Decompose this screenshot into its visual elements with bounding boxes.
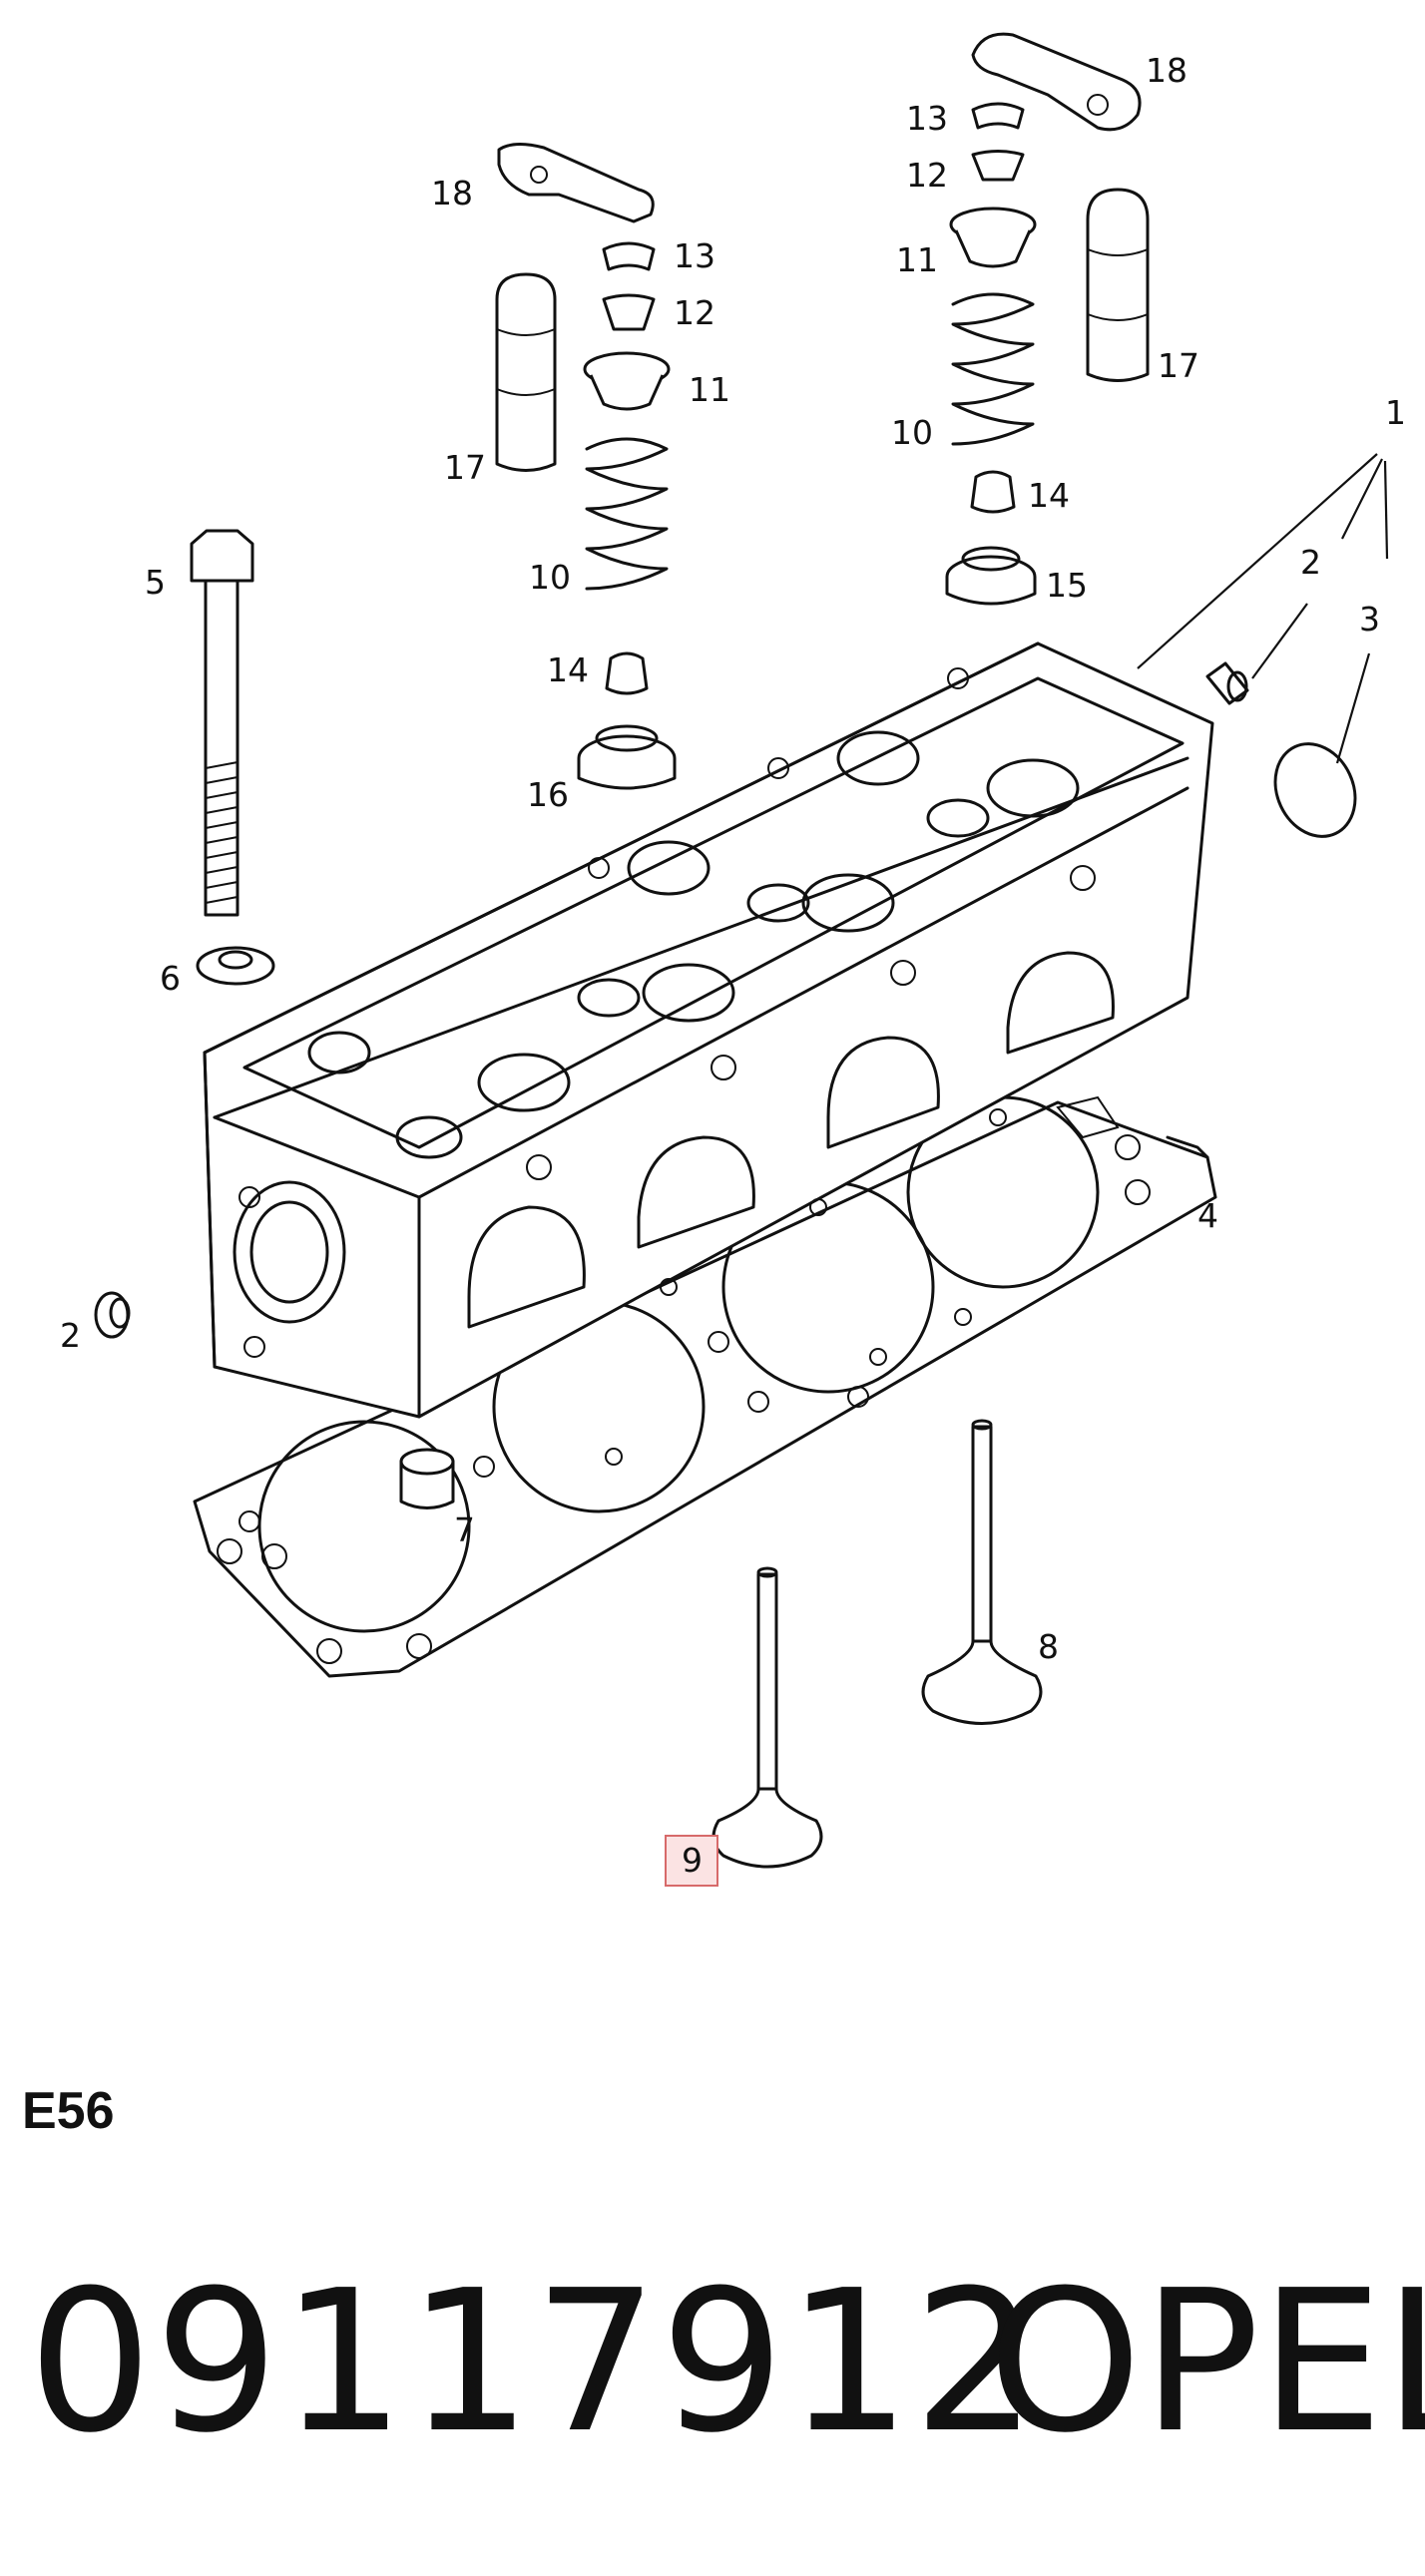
leader-3-cap: [1335, 652, 1371, 764]
valve-9: [712, 1566, 823, 1869]
callout-4: 4: [1197, 1196, 1218, 1235]
leader-1-cap: [1383, 460, 1389, 560]
plug-right: [1205, 661, 1249, 705]
callout-15: 15: [1046, 566, 1088, 605]
callout-11-left: 11: [689, 370, 730, 409]
spring-seat-left: [577, 724, 677, 790]
callout-11-right: 11: [896, 240, 938, 279]
callout-8: 8: [1038, 1627, 1059, 1666]
leader-1-plug: [1341, 458, 1383, 540]
section-code: E56: [22, 2082, 115, 2140]
callout-6: 6: [160, 959, 181, 998]
rocker-arm-left: [497, 143, 655, 223]
cylinder-head: [203, 642, 1214, 1419]
callout-17-left: 17: [444, 448, 486, 487]
callout-16: 16: [527, 775, 569, 814]
callout-9: 9: [682, 1841, 703, 1880]
callout-10-right: 10: [891, 413, 933, 452]
callout-2-left: 2: [60, 1316, 81, 1355]
leader-2-plug: [1251, 603, 1308, 679]
callout-18-left: 18: [431, 174, 473, 213]
callout-5: 5: [145, 563, 166, 602]
valve-spring-right: [951, 292, 1035, 446]
callout-13-right: 13: [906, 99, 948, 138]
rocker-arm-right: [971, 32, 1142, 132]
hydraulic-lifter-right: [1086, 188, 1150, 382]
valve-stem-seal-right: [970, 470, 1016, 514]
callout-7: 7: [454, 1510, 475, 1549]
dowel-sleeve: [399, 1448, 455, 1509]
spring-seat-right: [945, 546, 1037, 606]
hydraulic-lifter-left: [495, 272, 557, 472]
callout-14-left: 14: [547, 650, 589, 689]
callout-3: 3: [1359, 600, 1380, 639]
valve-spring-left: [585, 437, 669, 591]
part-number: 09117912: [28, 2249, 1040, 2476]
callout-18-right: 18: [1146, 51, 1188, 90]
callout-1: 1: [1385, 393, 1406, 432]
callout-9-highlight: [665, 1835, 718, 1887]
spring-retainer-left: [583, 351, 671, 411]
cylinder-head-exploded-diagram: 1 2 3 2 4 5 6 7 8 9 10 10 11 11 12 12 13…: [60, 32, 1406, 1887]
valve-stem-seal-left: [605, 651, 649, 695]
plug-left: [94, 1291, 131, 1339]
valve-8: [921, 1419, 1043, 1725]
callout-17-right: 17: [1158, 346, 1199, 385]
valve-keepers-right: [971, 102, 1025, 182]
callout-2-right: 2: [1300, 543, 1321, 582]
sealing-cap: [1273, 742, 1357, 838]
callout-14-right: 14: [1028, 476, 1070, 515]
valve-keepers-left: [602, 241, 656, 331]
callout-10-left: 10: [529, 558, 571, 597]
leader-1-head: [1137, 453, 1378, 669]
head-bolt: [190, 529, 254, 917]
callout-13-left: 13: [674, 236, 715, 275]
spring-retainer-right: [949, 207, 1037, 268]
bolt-washer: [196, 946, 275, 986]
brand-name: OPEL: [988, 2249, 1425, 2476]
callout-12-right: 12: [906, 156, 948, 195]
callout-12-left: 12: [674, 293, 715, 332]
